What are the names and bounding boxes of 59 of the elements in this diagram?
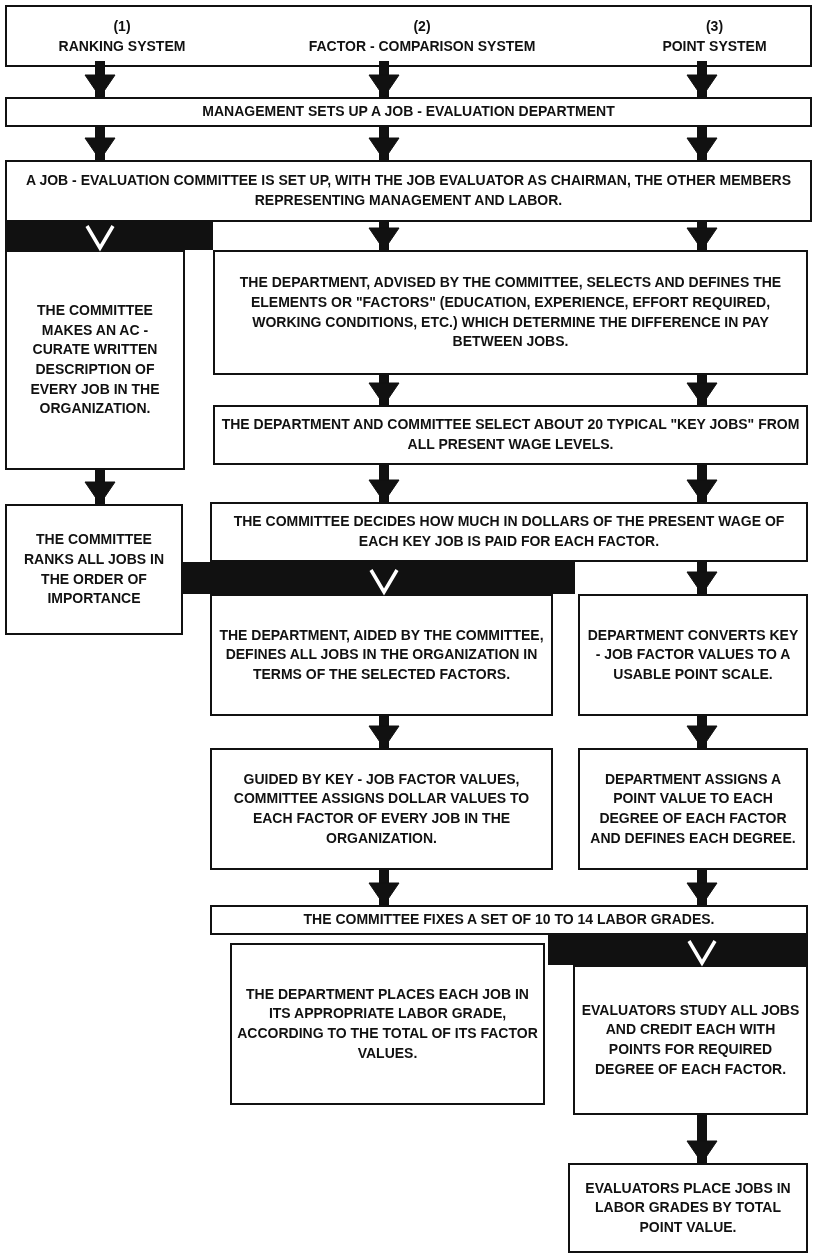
step-text: EVALUATORS PLACE JOBS IN LABOR GRADES BY TOTAL POINT VALUE. — [584, 1178, 792, 1237]
column-heading: RANKING SYSTEM — [58, 37, 186, 56]
step-text: GUIDED BY KEY - JOB FACTOR VALUES, COMMITTEE ASSIGNS DOLLAR VALUES TO EACH FACTOR OF EVERY JOB IN THE ORGANIZATION. — [232, 769, 531, 848]
bar-arrow — [548, 935, 808, 965]
header-box — [5, 5, 812, 67]
step-box — [210, 502, 808, 562]
step-box — [210, 748, 553, 870]
arrow — [368, 375, 400, 406]
arrow — [686, 222, 718, 251]
step-box — [578, 594, 808, 716]
arrow — [368, 870, 400, 906]
arrow — [84, 61, 116, 98]
arrow — [686, 562, 718, 595]
arrow — [368, 127, 400, 161]
arrow — [368, 716, 400, 749]
step-text: THE COMMITTEE FIXES A SET OF 10 TO 14 LABOR GRADES. — [303, 910, 715, 930]
step-text: MANAGEMENT SETS UP A JOB - EVALUATION DEPARTMENT — [202, 102, 615, 122]
arrow — [368, 465, 400, 503]
step-box — [5, 160, 812, 222]
step-box — [213, 405, 808, 465]
arrow — [686, 61, 718, 98]
arrow — [84, 127, 116, 161]
step-text: THE DEPARTMENT PLACES EACH JOB IN ITS APPROPRIATE LABOR GRADE, ACCORDING TO THE TOTAL OF ITS FACTOR VALUES. — [237, 984, 538, 1063]
step-box — [573, 965, 808, 1115]
column-number: (3) — [705, 17, 724, 37]
step-text: EVALUATORS STUDY ALL JOBS AND CREDIT EACH WITH POINTS FOR REQUIRED DEGREE OF EACH FACTOR. — [580, 1000, 801, 1079]
step-text: THE DEPARTMENT, ADVISED BY THE COMMITTEE, SELECTS AND DEFINES THE ELEMENTS OR "FACTORS" (EDUCATION, EXPERIENCE, EFFORT REQUIRED, WORKING CONDITIONS, ETC.) WHICH DETERMINE THE DIFFERENCE IN PAY BETWEEN JOBS. — [238, 273, 783, 352]
bar-arrow — [183, 562, 575, 594]
arrow — [368, 222, 400, 251]
step-text: DEPARTMENT ASSIGNS A POINT VALUE TO EACH DEGREE OF EACH FACTOR AND DEFINES EACH DEGREE. — [589, 769, 797, 848]
step-text: DEPARTMENT CONVERTS KEY - JOB FACTOR VALUES TO A USABLE POINT SCALE. — [586, 625, 800, 684]
step-text: THE DEPARTMENT AND COMMITTEE SELECT ABOUT 20 TYPICAL "KEY JOBS" FROM ALL PRESENT WAGE LEVELS. — [220, 415, 801, 454]
column-heading: FACTOR - COMPARISON SYSTEM — [308, 37, 536, 56]
step-text: THE DEPARTMENT, AIDED BY THE COMMITTEE, DEFINES ALL JOBS IN THE ORGANIZATION IN TERMS OF THE SELECTED FACTORS. — [218, 625, 545, 684]
step-box — [210, 594, 553, 716]
step-text: A JOB - EVALUATION COMMITTEE IS SET UP, WITH THE JOB EVALUATOR AS CHAIRMAN, THE OTHER MEMBERS REPRESENTING MANAGEMENT AND LABOR. — [24, 171, 793, 210]
arrow — [686, 465, 718, 503]
bar-arrow — [5, 222, 213, 250]
step-box — [5, 504, 183, 635]
step-box — [210, 905, 808, 935]
step-box — [5, 250, 185, 470]
column-heading: POINT SYSTEM — [662, 37, 767, 56]
step-box — [578, 748, 808, 870]
step-text: THE COMMITTEE MAKES AN AC - CURATE WRITTEN DESCRIPTION OF EVERY JOB IN THE ORGANIZATION. — [29, 301, 161, 419]
step-box — [213, 250, 808, 375]
arrow — [686, 375, 718, 406]
arrow — [686, 1115, 718, 1164]
step-box — [230, 943, 545, 1105]
step-box — [568, 1163, 808, 1253]
arrow — [686, 127, 718, 161]
arrow — [686, 716, 718, 749]
column-number: (2) — [413, 17, 431, 37]
step-box — [5, 97, 812, 127]
arrow — [686, 870, 718, 906]
step-text: THE COMMITTEE DECIDES HOW MUCH IN DOLLARS OF THE PRESENT WAGE OF EACH KEY JOB IS PAID FOR EACH FACTOR. — [232, 512, 786, 551]
arrow — [368, 61, 400, 98]
step-text: THE COMMITTEE RANKS ALL JOBS IN THE ORDER OF IMPORTANCE — [23, 530, 165, 609]
arrow — [84, 470, 116, 505]
column-number: (1) — [113, 17, 131, 37]
